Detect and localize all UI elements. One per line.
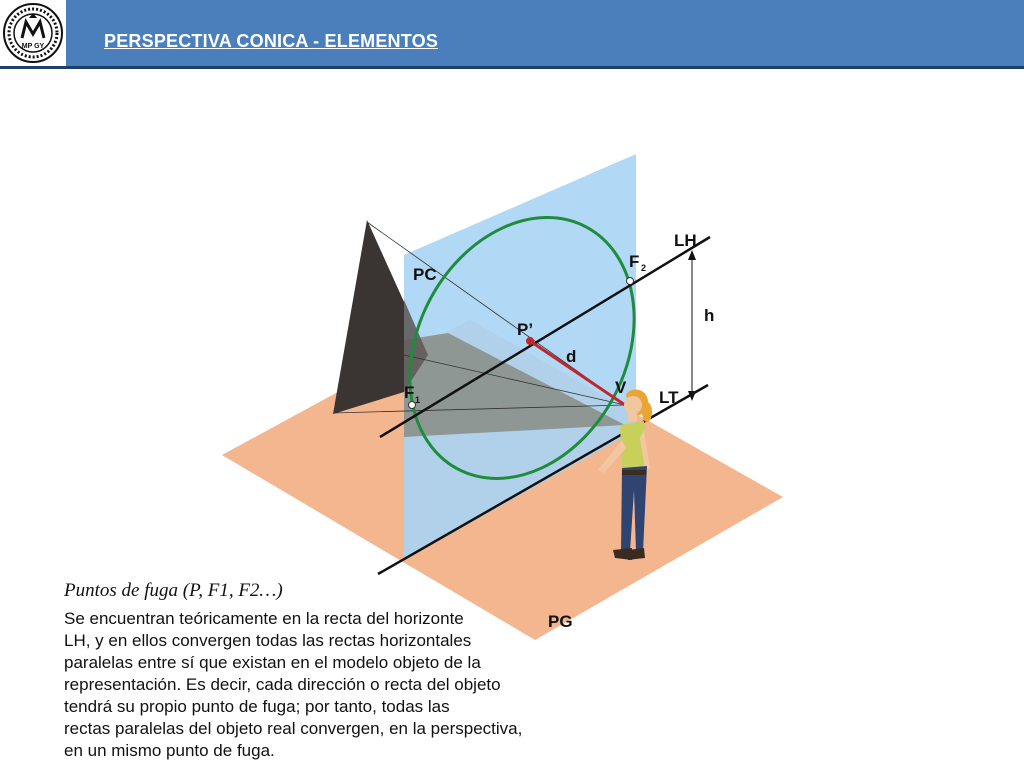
explanation-line: paralelas entre sí que existan en el mod… — [64, 653, 481, 672]
explanation-line: en un mismo punto de fuga. — [64, 741, 275, 760]
logo: MP GY — [0, 0, 66, 66]
label-f2: F — [629, 252, 639, 271]
label-h: h — [704, 306, 714, 325]
explanation-line: rectas paralelas del objeto real converg… — [64, 719, 523, 738]
explanation-block: Puntos de fuga (P, F1, F2…) Se encuentra… — [64, 580, 624, 762]
header-bar: MP GY PERSPECTIVA CONICA - ELEMENTOS — [0, 0, 1024, 69]
explanation-body: Se encuentran teóricamente en la recta d… — [64, 608, 624, 762]
label-pg: PG — [548, 612, 573, 631]
pyramid-shadow — [404, 333, 625, 437]
visual-ray-mid — [403, 354, 626, 406]
explanation-heading: Puntos de fuga (P, F1, F2…) — [64, 580, 283, 601]
vanishing-point-f2 — [626, 277, 634, 285]
explanation-line: representación. Es decir, cada dirección… — [64, 675, 501, 694]
page-title: PERSPECTIVA CONICA - ELEMENTOS — [104, 31, 439, 51]
label-pc: PC — [413, 265, 437, 284]
logo-emblem-icon: MP GY — [3, 3, 63, 63]
label-f2-sub: 2 — [641, 263, 646, 273]
vanishing-point-f1 — [408, 401, 416, 409]
ground-line — [377, 383, 709, 576]
label-f1-sub: 1 — [415, 395, 420, 405]
explanation-line: LH, y en ellos convergen todas las recta… — [64, 631, 472, 650]
visual-ray-base — [332, 404, 626, 414]
distance-line — [529, 339, 626, 407]
explanation-line: Se encuentran teóricamente en la recta d… — [64, 609, 464, 628]
explanation-line: tendrá su propio punto de fuga; por tant… — [64, 697, 450, 716]
principal-point — [526, 337, 534, 345]
observer-figure — [598, 389, 652, 560]
label-lt: LT — [659, 388, 679, 407]
horizon-line — [379, 235, 711, 439]
label-f1: F — [404, 383, 414, 402]
logo-text: MP GY — [22, 43, 45, 50]
label-p-prime: P’ — [517, 320, 533, 339]
label-d: d — [566, 347, 576, 366]
label-lh: LH — [674, 231, 697, 250]
label-v: V — [615, 378, 627, 397]
